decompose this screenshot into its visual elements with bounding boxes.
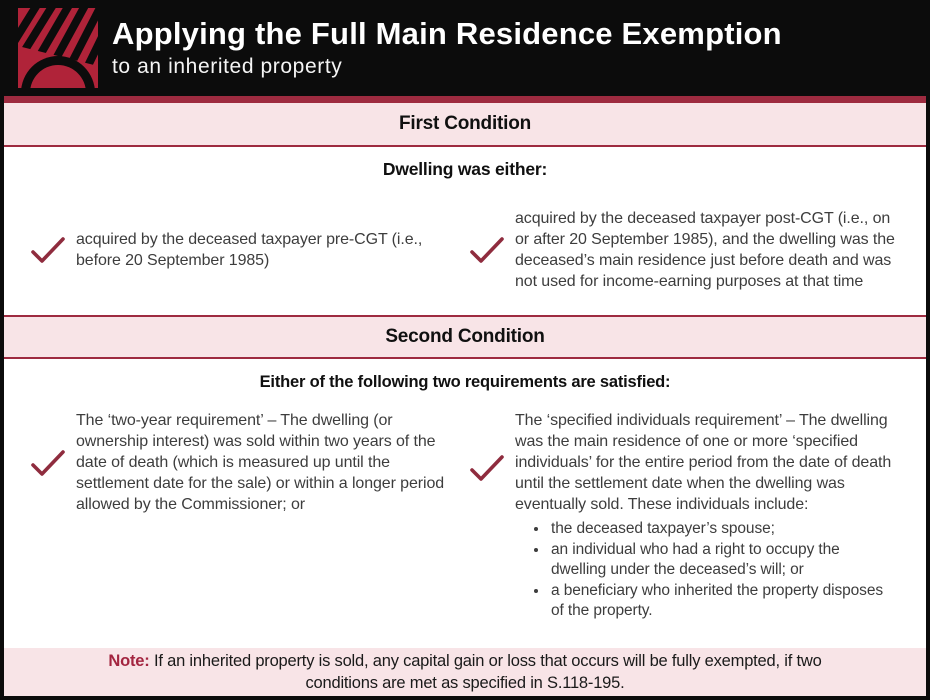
condition-item-text: acquired by the deceased taxpayer post-C… [515,210,895,290]
condition-item-text: The ‘two-year requirement’ – The dwellin… [76,412,445,513]
first-condition-right-column: acquired by the deceased taxpayer post-C… [465,208,926,292]
condition-item: acquired by the deceased taxpayer post-C… [465,208,926,292]
condition-item: The ‘two-year requirement’ – The dwellin… [4,410,465,515]
first-condition-heading: Dwelling was either: [382,159,548,179]
note-band: Note: If an inherited property is sold, … [4,648,926,696]
specified-individuals-list: the deceased taxpayer’s spouse; an indiv… [549,519,889,622]
condition-item-text: acquired by the deceased taxpayer pre-CG… [76,231,423,269]
page-subtitle: to an inherited property [112,54,343,78]
second-condition-section: Either of the following two requirements… [4,359,926,648]
list-item: the deceased taxpayer’s spouse; [549,519,889,540]
header-text: Applying the Full Main Residence Exempti… [112,17,782,78]
checkmark-icon [31,237,65,263]
note-body: If an inherited property is sold, any ca… [149,651,822,693]
list-item: an individual who had a right to occupy … [549,540,889,581]
first-condition-label: First Condition [398,113,532,134]
condition-item-body: The ‘specified individuals requirement’ … [515,410,904,622]
accent-divider [4,96,926,103]
condition-item: The ‘specified individuals requirement’ … [465,410,926,622]
second-condition-label: Second Condition [385,326,545,347]
checkmark-icon [470,237,504,263]
page-title: Applying the Full Main Residence Exempti… [112,16,782,52]
checkmark-icon [470,455,504,481]
note-label: Note: [108,651,150,670]
second-condition-band: Second Condition [4,315,926,359]
sunrise-rays-logo-icon [18,8,98,88]
second-condition-right-column: The ‘specified individuals requirement’ … [465,410,926,622]
first-condition-section: Dwelling was either: acquired by the dec… [4,147,926,315]
second-condition-left-column: The ‘two-year requirement’ – The dwellin… [4,410,465,515]
condition-item-text: The ‘specified individuals requirement’ … [515,412,892,513]
first-condition-left-column: acquired by the deceased taxpayer pre-CG… [4,229,465,271]
header: Applying the Full Main Residence Exempti… [4,0,926,96]
checkmark-icon [31,449,65,476]
condition-item: acquired by the deceased taxpayer pre-CG… [4,229,465,271]
note-text: Note: If an inherited property is sold, … [90,650,840,695]
second-condition-columns: The ‘two-year requirement’ – The dwellin… [4,410,926,622]
first-condition-band: First Condition [4,103,926,147]
second-condition-heading: Either of the following two requirements… [259,373,671,391]
first-condition-columns: acquired by the deceased taxpayer pre-CG… [4,194,926,306]
list-item: a beneficiary who inherited the property… [549,581,889,622]
